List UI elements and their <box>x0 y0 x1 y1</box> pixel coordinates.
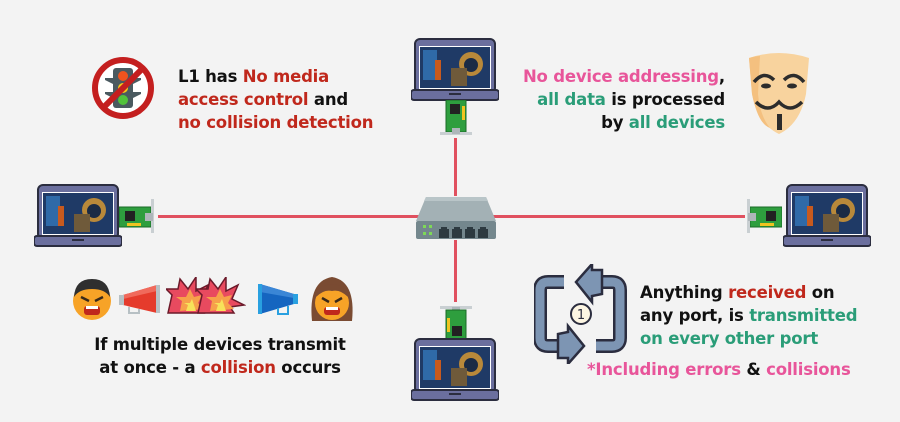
footnote-errors-collisions: *Including errors & collisions <box>587 360 851 379</box>
callout-line: no collision detection <box>178 113 374 132</box>
callout-line: at once - a collision occurs <box>99 358 341 377</box>
callout-line: by all devices <box>601 113 725 132</box>
callout-line: L1 has No media <box>178 67 330 86</box>
wire-left <box>158 215 420 218</box>
network-hub <box>416 195 496 241</box>
no-traffic-light-icon <box>91 56 155 120</box>
callout-line: Anything received on <box>640 283 835 302</box>
hub-status-leds <box>423 225 432 235</box>
callout-no-device-addressing: No device addressing, all data is proces… <box>520 65 725 134</box>
laptop-bottom[interactable] <box>411 338 499 402</box>
laptop-left[interactable] <box>34 184 122 248</box>
wire-top <box>454 138 457 196</box>
callout-no-media-access-control: L1 has No media access control and no co… <box>178 65 374 134</box>
callout-collision: If multiple devices transmit at once - a… <box>60 333 380 379</box>
nic-right <box>742 199 782 235</box>
wire-right <box>492 215 745 218</box>
repeat-badge: 1 <box>577 308 585 323</box>
laptop-top[interactable] <box>411 38 499 102</box>
wire-bottom <box>454 240 457 302</box>
callout-line: any port, is transmitted <box>640 306 858 325</box>
nic-bottom <box>438 302 474 342</box>
callout-line: No device addressing, <box>522 67 725 86</box>
explosion-icon <box>196 277 246 315</box>
repeat-once-icon: 1 <box>534 264 628 364</box>
angry-woman-icon <box>308 273 356 325</box>
callout-line: access control and <box>178 90 348 109</box>
angry-man-icon <box>71 275 113 323</box>
blue-megaphone-icon <box>258 284 300 318</box>
callout-line: on every other port <box>640 329 819 348</box>
red-megaphone-icon <box>119 285 161 317</box>
laptop-right[interactable] <box>783 184 871 248</box>
nic-top <box>438 100 474 140</box>
anonymous-mask-icon <box>746 50 812 136</box>
callout-broadcast: Anything received on any port, is transm… <box>640 281 858 350</box>
callout-line: all data is processed <box>537 90 725 109</box>
nic-left <box>119 199 159 235</box>
callout-line: If multiple devices transmit <box>94 335 346 354</box>
